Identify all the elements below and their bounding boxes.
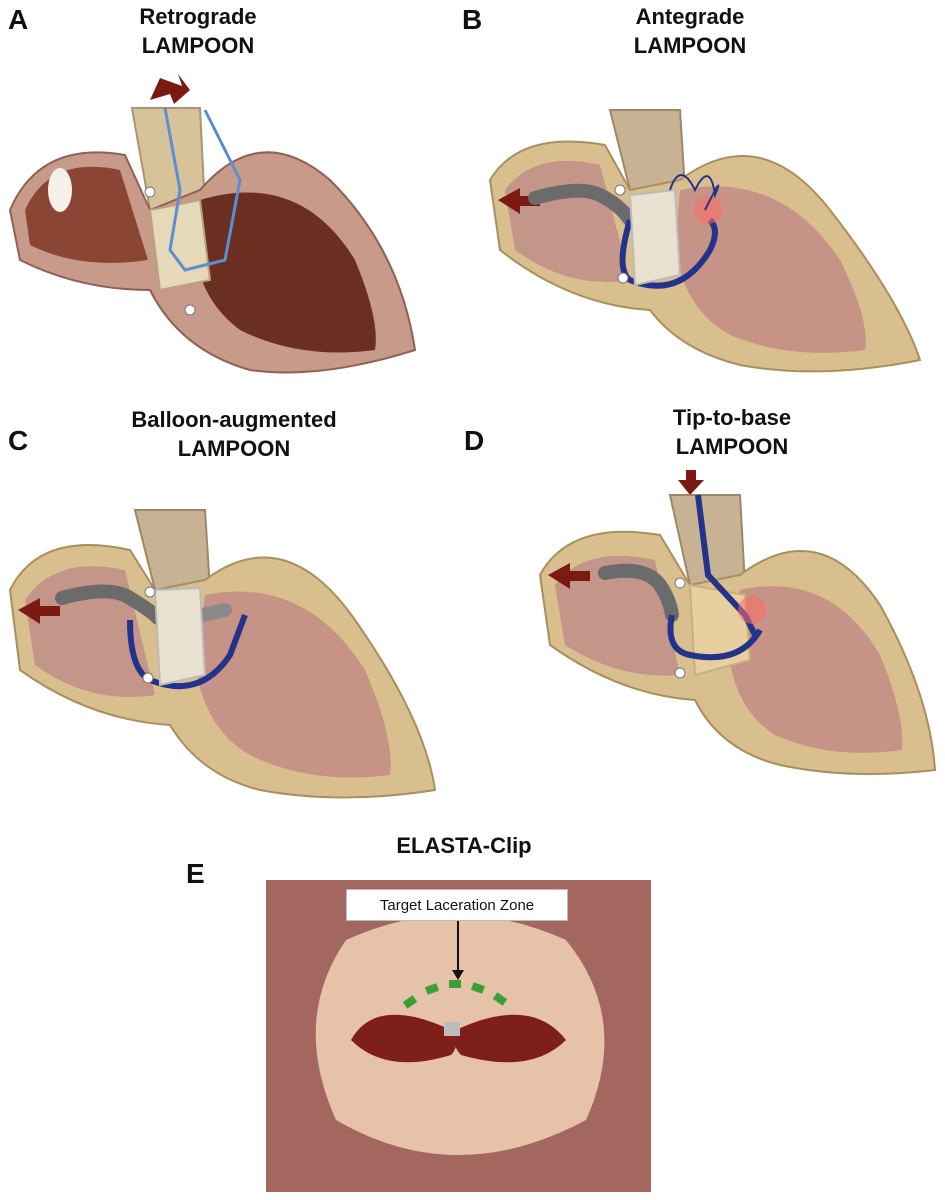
laceration-glow (694, 196, 722, 224)
direction-arrow-icon (18, 598, 60, 624)
panel-letter-d: D (464, 425, 485, 456)
anterior-leaflet (351, 1014, 456, 1063)
direction-arrow-icon (498, 188, 540, 214)
left-atrium (555, 555, 680, 676)
panel-title-b-line2: LAMPOON (633, 33, 747, 58)
panel-title-b: Antegrade LAMPOON (560, 2, 820, 60)
mitral-leaflet (628, 188, 682, 287)
illustration-elasta-clip (266, 880, 651, 1192)
target-laceration-zone-label: Target Laceration Zone (346, 889, 568, 921)
panel-title-a-line2: LAMPOON (141, 33, 255, 58)
direction-arrow-icon (678, 470, 704, 495)
illustration-balloon-augmented-lampoon (8, 509, 437, 799)
illustration-tip-to-base-lampoon (538, 470, 937, 775)
left-ventricle (728, 586, 903, 753)
panel-title-e: ELASTA-Clip (334, 831, 594, 860)
laceration-glow (738, 596, 766, 624)
mitral-leaflet (688, 583, 752, 677)
catheter (619, 217, 718, 289)
guidewire (163, 107, 242, 272)
panel-letter-e: E (186, 858, 205, 889)
catheter (667, 494, 763, 661)
panel-title-e-line1: ELASTA-Clip (396, 833, 532, 858)
mitral-leaflet (153, 586, 207, 687)
elasta-clip-device (444, 1022, 460, 1036)
panel-title-d: Tip-to-base LAMPOON (602, 403, 862, 461)
target-laceration-zone-marks (402, 980, 508, 1009)
panel-letter-c: C (8, 425, 29, 456)
illustration-antegrade-lampoon (488, 109, 922, 373)
direction-arrow-icon (150, 74, 190, 104)
panel-title-c-line2: LAMPOON (177, 436, 291, 461)
pointer-arrow-head (452, 970, 464, 980)
direction-arrow-icon (548, 563, 590, 589)
panel-title-b-line1: Antegrade (635, 4, 745, 29)
panel-letter-a: A (8, 4, 29, 35)
panel-title-c-line1: Balloon-augmented (131, 407, 337, 432)
left-ventricle (675, 186, 866, 353)
guide-catheter (528, 183, 637, 227)
left-ventricle (195, 591, 391, 778)
pulmonary-vein-opening (48, 168, 72, 212)
panel-letter-b: B (462, 4, 483, 35)
illustration-retrograde-lampoon (8, 74, 417, 374)
panel-title-d-line2: LAMPOON (675, 434, 789, 459)
guide-catheter (598, 563, 679, 622)
left-ventricle (195, 192, 376, 353)
posterior-leaflet (454, 1014, 566, 1063)
snare-loops (669, 174, 720, 211)
panel-title-c: Balloon-augmented LAMPOON (104, 405, 364, 463)
panel-title-d-line1: Tip-to-base (672, 405, 792, 430)
guide-catheter (55, 584, 165, 625)
panel-title-a-line1: Retrograde (139, 4, 257, 29)
mitral-leaflet (148, 198, 212, 292)
panel-title-a: Retrograde LAMPOON (68, 2, 328, 60)
